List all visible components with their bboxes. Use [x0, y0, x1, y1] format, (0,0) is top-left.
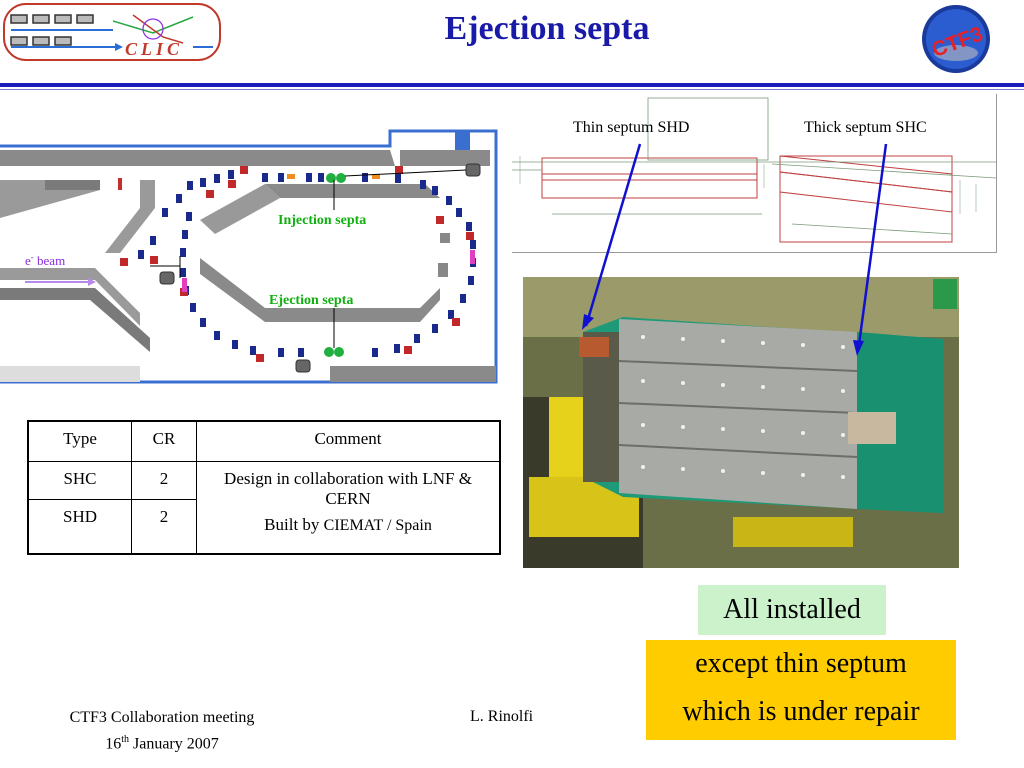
repair-note-box: except thin septum which is under repair: [646, 640, 956, 740]
septa-table: Type CR Comment SHC 2 Design in collabor…: [27, 420, 501, 555]
header-rule-thin: [0, 89, 1024, 90]
repair-line-2: which is under repair: [682, 696, 920, 727]
ctf3-logo: CTF3: [920, 3, 992, 75]
ejection-septa-label: Ejection septa: [269, 293, 353, 308]
e-beam-label: e- beam: [25, 252, 65, 268]
comment-cell: Design in collaboration with LNF & CERN …: [196, 461, 501, 555]
repair-line-1: except thin septum: [695, 648, 907, 679]
footer-date: 16th January 2007: [105, 734, 219, 753]
thick-septum-shc-label: Thick septum SHC: [804, 119, 927, 136]
table-header-cr: CR: [131, 420, 197, 462]
injection-septa-label: Injection septa: [278, 213, 366, 228]
table-row: SHC 2 Design in collaboration with LNF &…: [27, 461, 501, 555]
type-cell: SHD: [27, 499, 132, 555]
table-header-comment: Comment: [196, 420, 501, 462]
header-rule: [0, 83, 1024, 87]
thin-septum-shd-label: Thin septum SHD: [573, 119, 690, 136]
septa-photo: [523, 277, 959, 568]
all-installed-box: All installed: [698, 585, 886, 635]
type-cell: SHC: [27, 461, 132, 500]
comment-line-2: Built by CIEMAT / Spain: [264, 515, 432, 534]
footer-author: L. Rinolfi: [470, 708, 534, 725]
comment-line-1: Design in collaboration with LNF & CERN: [224, 469, 472, 508]
septa-engineering-drawing: Thin septum SHD Thick septum SHC: [512, 94, 997, 253]
footer-meeting-name: CTF3 Collaboration meeting: [69, 709, 255, 726]
cr-cell: 2: [131, 499, 197, 555]
slide-title: Ejection septa: [444, 10, 650, 47]
clic-logo: CLIC: [3, 3, 221, 61]
cr-cell: 2: [131, 461, 197, 500]
table-row: SHD 2: [27, 499, 500, 555]
ring-layout-figure: Injection septa Ejection septa e- beam: [0, 128, 500, 384]
footer-meeting: CTF3 Collaboration meeting 16th January …: [42, 707, 282, 755]
clic-logo-text: CLIC: [125, 39, 183, 59]
table-header-type: Type: [27, 420, 132, 462]
